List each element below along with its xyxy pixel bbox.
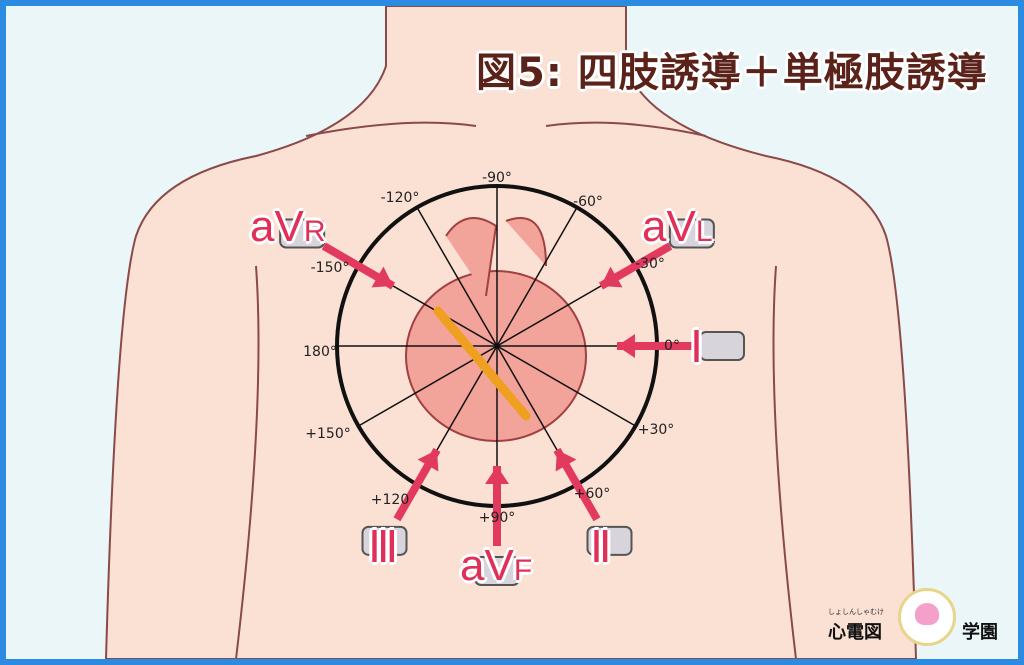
logo-left-text: 心電図 bbox=[828, 622, 882, 643]
angle-label: +120 bbox=[370, 492, 410, 508]
angle-label: +30° bbox=[637, 422, 675, 438]
collarbones bbox=[305, 121, 707, 137]
lead-avl-sub: L bbox=[695, 215, 713, 248]
angle-label: 0° bbox=[664, 338, 680, 354]
angle-label: -30° bbox=[635, 256, 665, 272]
angle-label: 180° bbox=[303, 344, 337, 360]
axis-line bbox=[358, 265, 636, 427]
logo-right-text: 学園 bbox=[962, 622, 998, 643]
camera-icon bbox=[699, 331, 745, 361]
angle-label: -60° bbox=[573, 194, 603, 210]
axis-lines bbox=[337, 186, 657, 506]
lead-avr: aVR bbox=[250, 202, 326, 252]
arrow-head-icon bbox=[371, 266, 394, 288]
arrow-head-icon bbox=[485, 466, 509, 484]
figure-title: 図5: 四肢誘導＋単極肢誘導 bbox=[476, 50, 988, 96]
lead-i: Ⅰ bbox=[690, 323, 703, 372]
angle-label: +60° bbox=[573, 486, 611, 502]
heart-vessels bbox=[445, 217, 547, 297]
camera-icon bbox=[668, 218, 715, 249]
cardiac-axis bbox=[433, 306, 531, 421]
angle-label: -90° bbox=[482, 170, 512, 186]
logo-ruby: しょしんしゃむけ bbox=[828, 608, 884, 616]
arrow-head-icon bbox=[617, 334, 635, 358]
lead-avf-sub: F bbox=[513, 554, 533, 587]
lead-avr-main: aV bbox=[250, 202, 304, 251]
illustration: 図5: 四肢誘導＋単極肢誘導 aVR aVL aVF Ⅰ Ⅱ Ⅲ -90° -6… bbox=[6, 6, 1018, 659]
lead-iii: Ⅲ bbox=[368, 523, 399, 572]
camera-icon bbox=[279, 218, 326, 249]
lead-avf: aVF bbox=[460, 541, 532, 591]
camera-icon bbox=[474, 556, 520, 586]
angle-label: +90° bbox=[478, 510, 516, 526]
camera-icon bbox=[361, 525, 408, 556]
lead-avl: aVL bbox=[642, 202, 713, 252]
heart bbox=[405, 270, 587, 442]
angle-label: -150° bbox=[310, 260, 350, 276]
logo: しょしんしゃむけ 心電図 学園 bbox=[828, 588, 1014, 648]
lead-ii: Ⅱ bbox=[590, 523, 612, 572]
lead-avl-main: aV bbox=[642, 202, 696, 251]
lead-arrows bbox=[279, 218, 745, 586]
body-diagram bbox=[104, 6, 918, 659]
angle-label: -120° bbox=[380, 190, 420, 206]
arrow-head-icon bbox=[555, 449, 577, 472]
arm-lines bbox=[235, 265, 797, 659]
arrow-head-icon bbox=[600, 266, 623, 288]
lead-avr-sub: R bbox=[303, 215, 326, 248]
camera-icon bbox=[586, 525, 633, 556]
angle-label: +150° bbox=[305, 426, 351, 442]
logo-badge bbox=[898, 588, 956, 646]
lead-avf-main: aV bbox=[460, 541, 514, 590]
arrow-head-icon bbox=[417, 449, 439, 472]
